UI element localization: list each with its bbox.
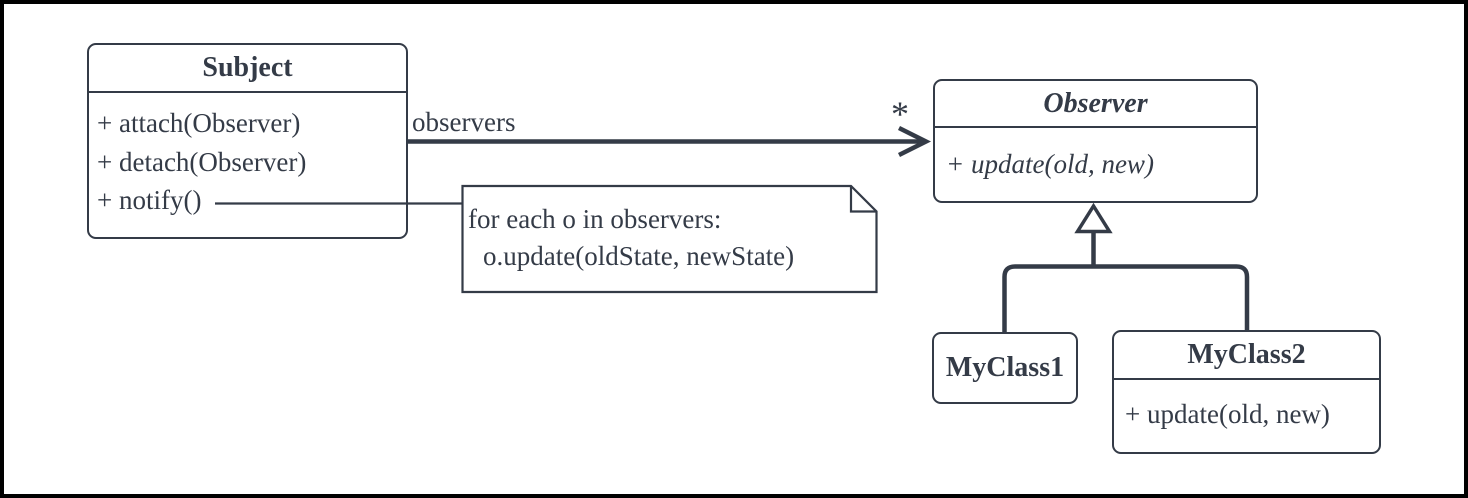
class-observer-title: Observer <box>935 81 1256 128</box>
class-observer-methods: + update(old, new) <box>935 128 1256 184</box>
method-notify: + notify() <box>97 185 202 215</box>
class-subject-title: Subject <box>89 45 406 93</box>
class-myclass2: MyClass2 + update(old, new) <box>1112 330 1381 454</box>
association-role-label: observers <box>412 107 516 137</box>
class-myclass1-title: MyClass1 <box>945 352 1065 383</box>
class-observer: Observer + update(old, new) <box>933 79 1258 203</box>
method-detach: + detach(Observer) <box>97 146 307 177</box>
class-myclass1: MyClass1 <box>932 332 1078 404</box>
note-fold <box>849 186 877 213</box>
class-myclass2-title: MyClass2 <box>1114 332 1379 380</box>
method-update-abstract: + update(old, new) <box>946 149 1154 179</box>
method-update-concrete: + update(old, new) <box>1125 399 1330 429</box>
note-line-1: for each o in observers: <box>468 204 722 234</box>
association-multiplicity-label: * <box>891 94 909 134</box>
generalization-triangle <box>1074 202 1113 234</box>
class-myclass2-methods: + update(old, new) <box>1114 380 1379 434</box>
note-text: for each o in observers: o.update(oldSta… <box>468 201 794 275</box>
note-line-2: o.update(oldState, newState) <box>483 241 795 271</box>
generalization-branch <box>1002 264 1250 332</box>
class-subject-methods: + attach(Observer) + detach(Observer) + … <box>89 93 406 220</box>
class-subject: Subject + attach(Observer) + detach(Obse… <box>87 43 408 239</box>
method-attach: + attach(Observer) <box>97 108 301 138</box>
